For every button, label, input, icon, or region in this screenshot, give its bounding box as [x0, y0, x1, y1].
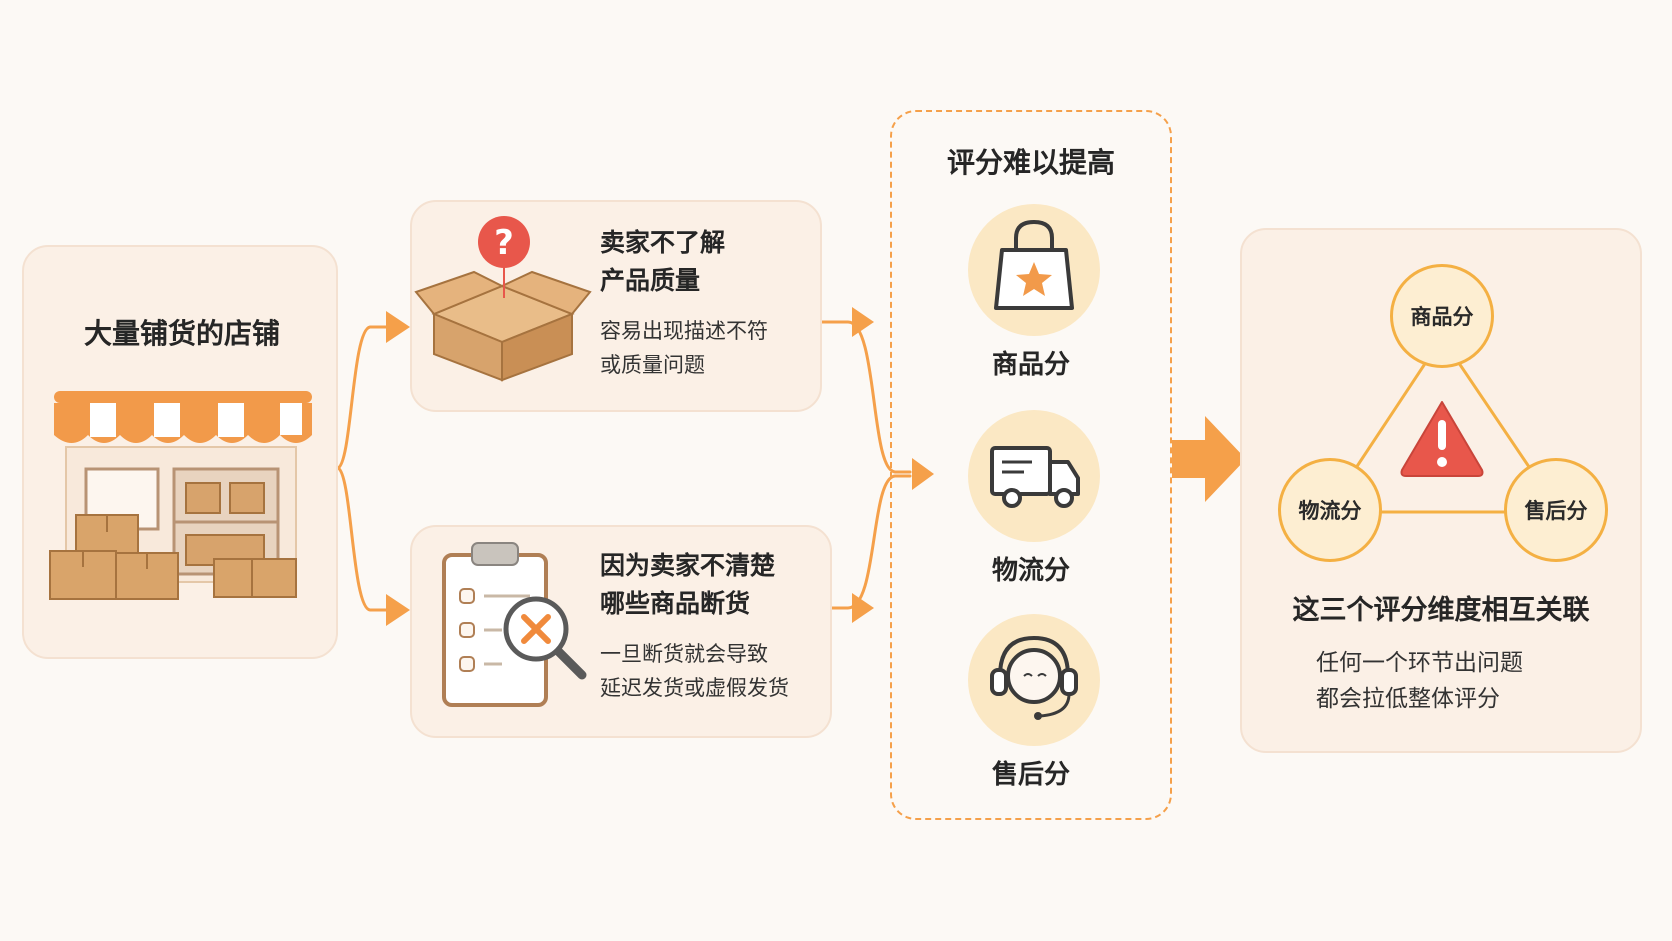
clipboard-search-icon — [442, 542, 587, 707]
score-label-service: 售后分 — [991, 760, 1070, 790]
delivery-truck-icon — [990, 446, 1080, 508]
stock-card: 因为卖家不清楚 哪些商品断货 一旦断货就会导致 延迟发货或虚假发货 — [410, 525, 832, 738]
relation-desc-1: 任何一个环节出问题 — [1316, 650, 1523, 676]
quality-title-1: 卖家不了解 — [600, 228, 726, 257]
quality-card: ? 卖家不了解 产品质量 容易出现描述不符 或质量问题 — [410, 200, 822, 412]
score-panel-title: 评分难以提高 — [946, 146, 1115, 179]
store-card: 大量铺货的店铺 — [22, 245, 338, 659]
quality-desc-1: 容易出现描述不符 — [600, 319, 768, 343]
arrowhead-from-quality — [852, 307, 874, 337]
relation-title: 这三个评分维度相互关联 — [1292, 595, 1590, 626]
store-title: 大量铺货的店铺 — [83, 317, 280, 350]
big-arrow — [1172, 416, 1246, 502]
arrowhead-into-scores — [912, 458, 934, 490]
question-box-icon: ? — [414, 216, 592, 382]
connector-store-quality — [336, 325, 390, 470]
arrowhead-from-stock — [852, 593, 874, 623]
shopping-bag-star-icon — [994, 219, 1074, 310]
svg-text:?: ? — [494, 223, 514, 263]
relation-card: 商品分 物流分 售后分 这三个评分维度相互关联 任何一个环节出问题 都会拉低整体… — [1240, 228, 1642, 753]
quality-desc-2: 或质量问题 — [600, 353, 705, 377]
score-label-product: 商品分 — [991, 350, 1070, 380]
relation-node-product: 商品分 — [1390, 264, 1494, 368]
stock-desc-2: 延迟发货或虚假发货 — [600, 676, 789, 700]
score-item-service — [968, 614, 1100, 746]
quality-title-2: 产品质量 — [600, 266, 701, 295]
customer-service-headset-icon — [990, 635, 1078, 720]
storefront-icon — [49, 391, 312, 600]
score-label-logistics: 物流分 — [991, 556, 1070, 586]
relation-desc-2: 都会拉低整体评分 — [1316, 686, 1500, 712]
stock-title-1: 因为卖家不清楚 — [600, 551, 776, 580]
score-item-logistics — [968, 410, 1100, 542]
arrowhead-stock — [386, 594, 410, 626]
stock-desc-1: 一旦断货就会导致 — [600, 642, 768, 666]
relation-node-service: 售后分 — [1504, 458, 1608, 562]
arrowhead-quality — [386, 311, 410, 343]
score-item-product — [968, 204, 1100, 336]
relation-node-logistics: 物流分 — [1278, 458, 1382, 562]
score-panel: 评分难以提高 商品分 物流分 售后分 — [890, 110, 1172, 820]
stock-title-2: 哪些商品断货 — [600, 589, 751, 618]
connector-store-stock — [336, 466, 390, 612]
